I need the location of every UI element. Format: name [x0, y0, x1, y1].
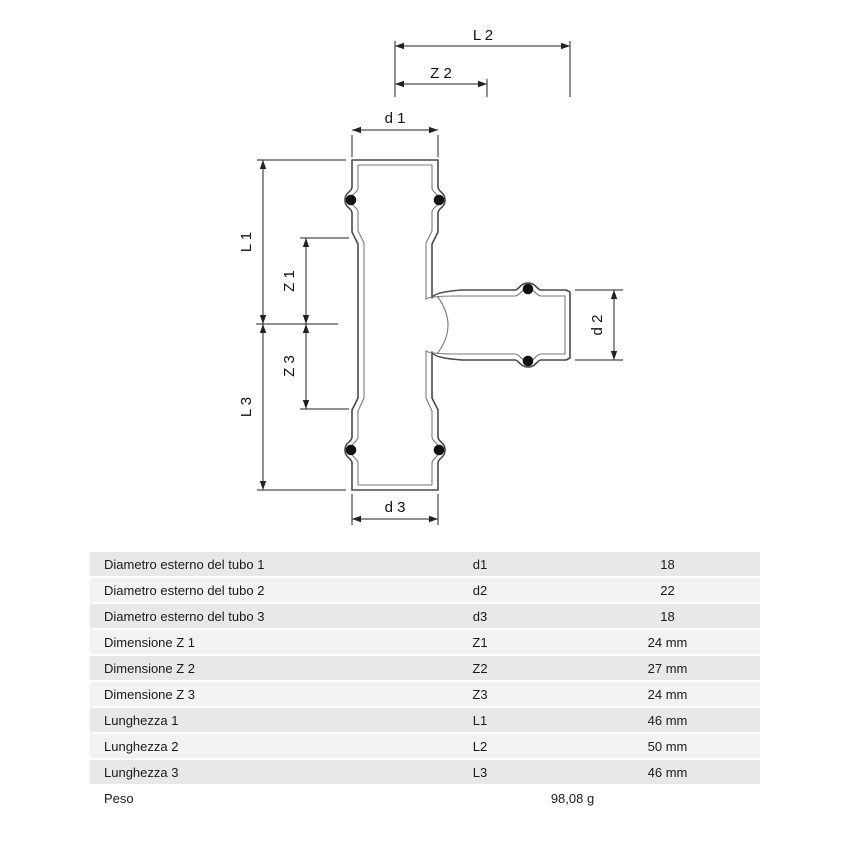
spec-label: Diametro esterno del tubo 1: [104, 556, 265, 572]
fitting-mouth-rims: [358, 164, 432, 486]
spec-label: Diametro esterno del tubo 3: [104, 608, 265, 624]
spec-value: 18: [660, 556, 675, 572]
seal-ring-dot: [433, 194, 445, 206]
extension-lines: [256, 41, 623, 525]
tee-fitting-outline: [344, 159, 571, 491]
spec-symbol: L3: [472, 764, 488, 780]
spec-symbol: Z2: [472, 660, 488, 676]
dimension-lines: [259, 42, 618, 523]
table-row: Lunghezza 3 L3 46 mm: [90, 760, 760, 784]
spec-symbol: d2: [472, 582, 488, 598]
seal-ring-dot: [345, 444, 357, 456]
dim-label-L2: L 2: [473, 27, 493, 44]
table-row: Diametro esterno del tubo 2 d2 22: [90, 578, 760, 602]
spec-symbol: d3: [472, 608, 488, 624]
seal-ring-dot: [522, 355, 534, 367]
dim-label-d2: d 2: [589, 315, 606, 336]
spec-label: Lunghezza 3: [104, 764, 179, 780]
table-row: Lunghezza 2 L2 50 mm: [90, 734, 760, 758]
spec-value: 46 mm: [647, 764, 688, 780]
dimension-labels: L 2 Z 2 d 1 L 1 Z 1 Z 3 L 3 d 2 d 3: [238, 27, 606, 516]
spec-label: Lunghezza 2: [104, 738, 179, 754]
table-row: Diametro esterno del tubo 3 d3 18: [90, 604, 760, 628]
spec-label: Dimensione Z 1: [104, 634, 196, 650]
seal-ring-dot: [345, 194, 357, 206]
fitting-inner-wall-right: [425, 165, 566, 485]
spec-symbol: Z3: [472, 686, 488, 702]
spec-symbol: d1: [472, 556, 488, 572]
spec-value: 24 mm: [647, 686, 688, 702]
spec-value: 27 mm: [647, 660, 688, 676]
spec-value: 22: [660, 582, 675, 598]
spec-symbol: L1: [472, 712, 488, 728]
spec-value: 50 mm: [647, 738, 688, 754]
seal-ring-dot: [522, 283, 534, 295]
spec-label: Dimensione Z 3: [104, 686, 196, 702]
spec-value: 24 mm: [647, 634, 688, 650]
dim-label-Z1: Z 1: [281, 270, 298, 292]
spec-value: 46 mm: [647, 712, 688, 728]
dim-label-d3: d 3: [385, 499, 406, 516]
dim-label-Z2: Z 2: [430, 65, 452, 82]
tee-fitting-technical-drawing: L 2 Z 2 d 1 L 1 Z 1 Z 3 L 3 d 2 d 3: [238, 27, 623, 525]
table-row: Diametro esterno del tubo 1 d1 18: [90, 552, 760, 576]
table-row: Lunghezza 1 L1 46 mm: [90, 708, 760, 732]
dim-label-Z3: Z 3: [281, 355, 298, 377]
table-row: Dimensione Z 1 Z1 24 mm: [90, 630, 760, 654]
spec-table: Diametro esterno del tubo 1 d1 18 Diamet…: [90, 552, 760, 812]
spec-label: Peso: [104, 790, 134, 806]
spec-label: Lunghezza 1: [104, 712, 179, 728]
spec-symbol: L2: [472, 738, 488, 754]
spec-label: Diametro esterno del tubo 2: [104, 582, 265, 598]
dim-label-d1: d 1: [385, 110, 406, 127]
table-row: Dimensione Z 3 Z3 24 mm: [90, 682, 760, 706]
dim-label-L1: L 1: [238, 232, 255, 252]
branch-saddle-curve: [436, 295, 449, 355]
spec-value: 98,08 g: [550, 790, 595, 806]
spec-label: Dimensione Z 2: [104, 660, 196, 676]
spec-value: 18: [660, 608, 675, 624]
table-row-weight: Peso 98,08 g: [90, 786, 760, 810]
dim-label-L3: L 3: [238, 397, 255, 417]
spec-symbol: Z1: [472, 634, 488, 650]
fitting-outer-profile: [344, 159, 571, 491]
table-row: Dimensione Z 2 Z2 27 mm: [90, 656, 760, 680]
seal-ring-dot: [433, 444, 445, 456]
